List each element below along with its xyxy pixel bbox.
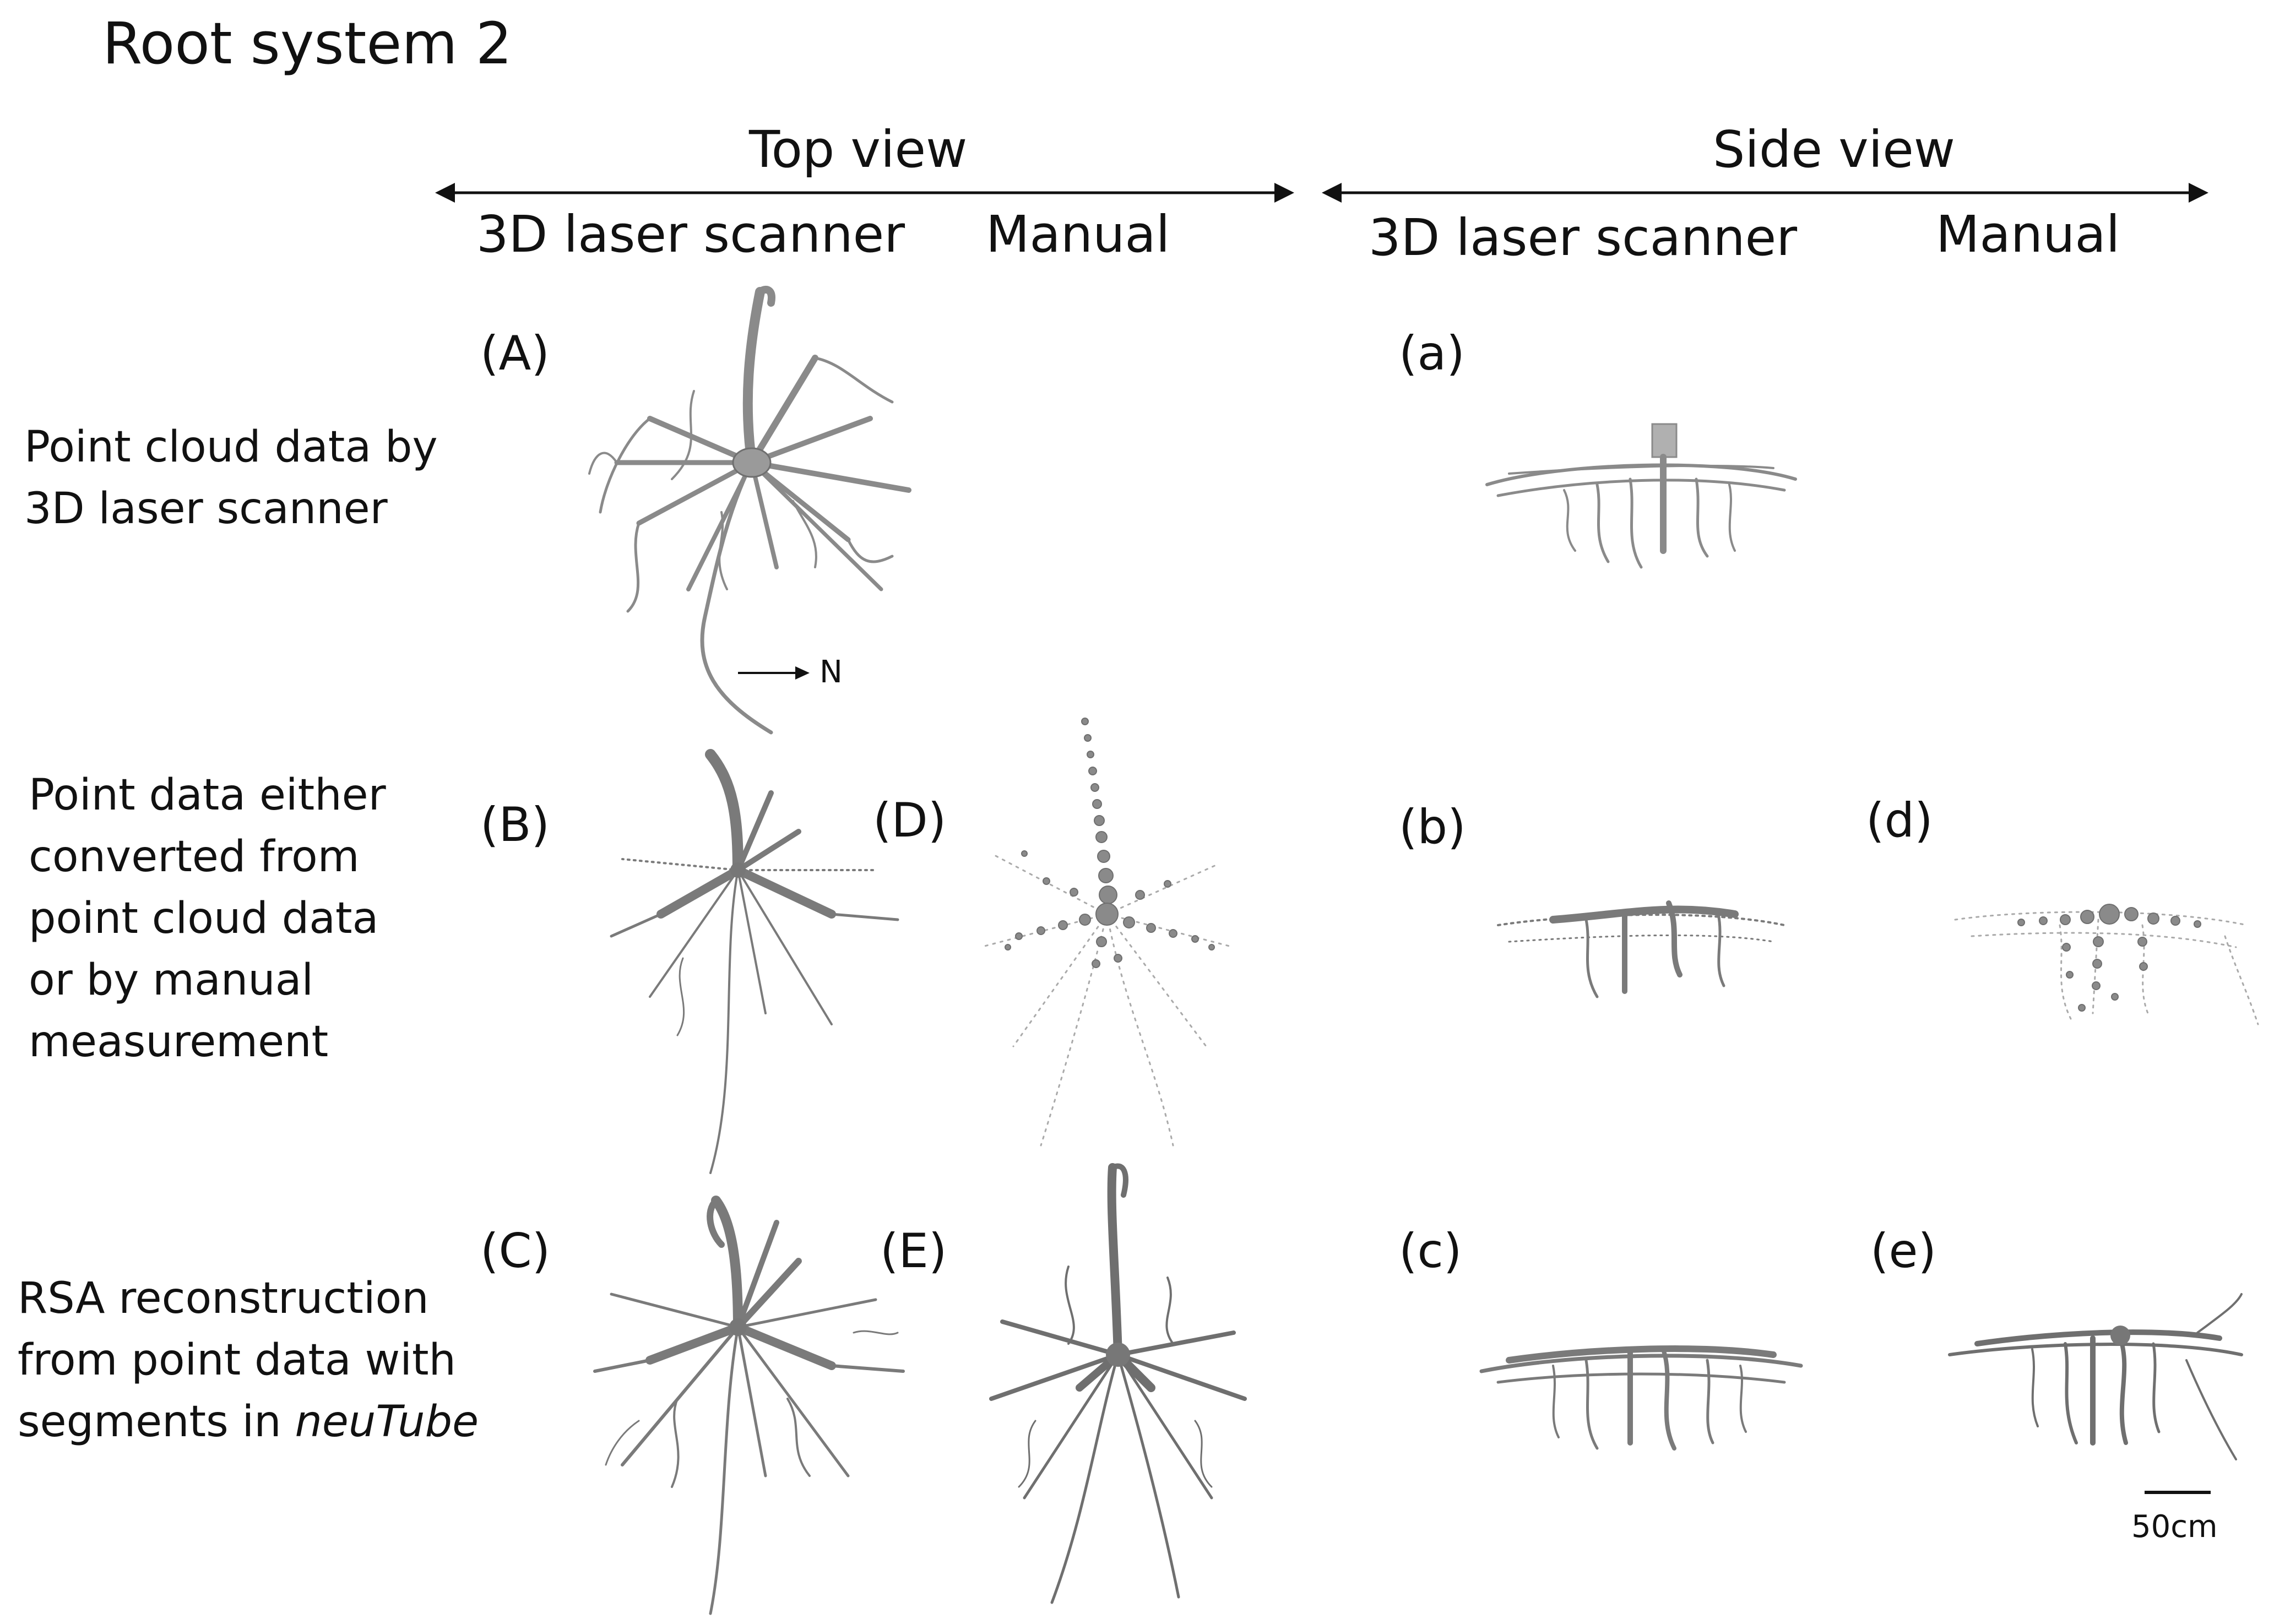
side-scanner-header: 3D laser scanner — [1369, 208, 1798, 267]
panel-label-E: (E) — [880, 1224, 947, 1279]
figure-title: Root system 2 — [102, 10, 512, 77]
side-view-span-arrow — [1322, 183, 2208, 203]
top-manual-header: Manual — [986, 205, 1170, 264]
row-label-point-data: Point data either converted from point c… — [29, 770, 386, 1067]
panel-E-rsa-reconstruction-top-image — [989, 1163, 1247, 1604]
panel-label-b: (b) — [1399, 800, 1466, 855]
manual-point-markers — [1005, 718, 1215, 968]
row-label-neutube: neuTube — [295, 1397, 479, 1447]
panel-B-point-data-top-image — [610, 749, 899, 1174]
top-view-header: Top view — [749, 120, 968, 179]
scale-bar — [2145, 1491, 2211, 1494]
panel-label-d: (d) — [1866, 793, 1933, 848]
panel-label-a: (a) — [1399, 326, 1465, 381]
row-label-rsa-reconstruction: RSA reconstruction from point data with … — [18, 1268, 491, 1453]
panel-label-C: (C) — [480, 1224, 551, 1279]
top-view-span-arrow — [435, 183, 1294, 203]
north-arrow — [738, 666, 810, 680]
row-label-point-cloud: Point cloud data by 3D laser scanner — [24, 422, 438, 534]
panel-A-point-cloud-top-image — [588, 285, 911, 735]
top-scanner-header: 3D laser scanner — [476, 205, 905, 264]
panel-b-point-data-side-image — [1497, 900, 1785, 998]
manual-side-point-markers — [2017, 904, 2201, 1012]
panel-label-A: (A) — [480, 326, 550, 381]
panel-label-B: (B) — [480, 797, 550, 852]
panel-label-D: (D) — [873, 793, 947, 848]
panel-C-rsa-reconstruction-top-image — [593, 1196, 905, 1615]
panel-label-c: (c) — [1399, 1224, 1462, 1279]
panel-D-manual-point-data-top-image — [979, 718, 1235, 1147]
north-label: N — [819, 654, 843, 690]
side-manual-header: Manual — [1936, 205, 2120, 264]
panel-c-rsa-reconstruction-side-image — [1479, 1345, 1803, 1451]
panel-e-rsa-reconstruction-side-image — [1948, 1293, 2243, 1460]
panel-d-manual-point-data-side-image — [1954, 904, 2259, 1025]
side-view-header: Side view — [1713, 120, 1956, 179]
panel-label-e: (e) — [1870, 1224, 1937, 1279]
row-label-rsa-text: RSA reconstruction from point data with … — [18, 1274, 456, 1447]
scale-bar-label: 50cm — [2131, 1509, 2218, 1545]
panel-a-point-cloud-side-image — [1485, 423, 1797, 569]
